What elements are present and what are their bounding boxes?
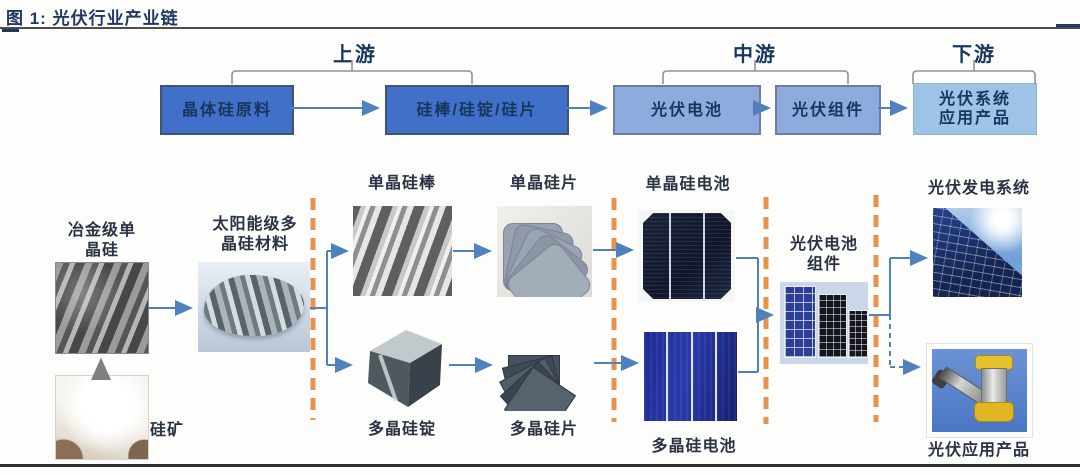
- label-poly-silicon-cell: 多晶硅电池: [651, 438, 737, 455]
- label-pv-cell-module: 光伏电池 组件: [774, 235, 874, 275]
- label-line2: 组件: [806, 256, 841, 273]
- chain-box-label: 光伏电池: [650, 101, 723, 119]
- chain-box-label-line2: 应用产品: [938, 110, 1011, 127]
- solar-array: [933, 208, 1022, 297]
- figure-number: 图 1:: [6, 9, 47, 28]
- footer-rule: [0, 464, 1080, 467]
- chain-box-label: 光伏组件: [791, 101, 864, 119]
- ingot-cube: [368, 330, 442, 407]
- mono-silicon-cell-photo: [639, 210, 735, 302]
- poly-silicon-cell-photo: [644, 332, 737, 421]
- stage-label-upstream: 上游: [333, 44, 377, 66]
- label-line1: 太阳能级多: [212, 216, 298, 233]
- metallurgical-silicon-photo: [55, 262, 149, 354]
- chain-box-crystal-silicon-raw: 晶体硅原料: [160, 85, 294, 135]
- poly-silicon-wafer-photo: [498, 331, 593, 411]
- chain-box-label: 晶体硅原料: [181, 101, 272, 119]
- label-poly-silicon-wafer: 多晶硅片: [509, 421, 578, 438]
- chain-box-pv-module: 光伏组件: [775, 85, 881, 135]
- label-pv-power-system: 光伏发电系统: [927, 180, 1030, 197]
- stage-label-midstream: 中游: [733, 44, 777, 66]
- label-pv-application-products: 光伏应用产品: [927, 442, 1030, 459]
- chain-box-label-line1: 光伏系统: [938, 91, 1011, 108]
- lantern-body: [981, 368, 1007, 404]
- label-line1: 冶金级单: [67, 222, 136, 239]
- silicon-rods: [353, 206, 452, 296]
- lantern-base: [974, 402, 1014, 422]
- solar-cell: [642, 212, 732, 300]
- label-line2: 晶硅: [84, 242, 119, 259]
- header-rule: [0, 27, 1080, 29]
- module-panel: [784, 286, 816, 358]
- busbar: [702, 212, 705, 300]
- label-poly-silicon-ingot: 多晶硅锭: [367, 421, 436, 438]
- silicon-ore-photo: [55, 375, 149, 460]
- mono-silicon-wafer-photo: [497, 206, 592, 297]
- label-solar-grade-polysilicon: 太阳能级多 晶硅材料: [196, 215, 314, 255]
- label-mono-silicon-wafer: 单晶硅片: [509, 175, 578, 192]
- busbar: [669, 212, 672, 300]
- solar-grade-polysilicon-photo: [198, 262, 310, 352]
- label-mono-silicon-rod: 单晶硅棒: [367, 175, 436, 192]
- mono-silicon-rod-photo: [353, 206, 452, 296]
- label-silicon-ore: 硅矿: [150, 422, 185, 439]
- label-metallurgical-silicon: 冶金级单 晶硅: [48, 221, 156, 261]
- chain-box-pv-cell: 光伏电池: [613, 85, 761, 135]
- label-line2: 晶硅材料: [220, 236, 289, 253]
- busbar: [714, 332, 717, 421]
- figure-caption: 图 1: 光伏行业产业链: [6, 4, 179, 29]
- pv-application-products-photo: [927, 344, 1032, 437]
- header-rule-accent-left: [2, 29, 19, 32]
- header-rule-accent-right: [1056, 24, 1080, 27]
- chain-box-label: 硅棒/硅锭/硅片: [416, 101, 538, 119]
- module-panel: [818, 294, 847, 358]
- pv-module-photo: [780, 282, 868, 364]
- chain-box-label: 光伏系统 应用产品: [939, 90, 1011, 128]
- chain-box-rod-ingot-wafer: 硅棒/硅锭/硅片: [385, 85, 569, 135]
- poly-silicon-ingot-photo: [358, 321, 448, 412]
- chain-box-pv-system-products: 光伏系统 应用产品: [913, 83, 1037, 135]
- busbar: [690, 332, 693, 421]
- products-photo-inner: [930, 349, 1027, 432]
- label-line1: 光伏电池: [789, 236, 858, 253]
- figure-title: 光伏行业产业链: [52, 9, 179, 28]
- label-mono-silicon-cell: 单晶硅电池: [645, 176, 731, 193]
- busbar: [666, 332, 669, 421]
- pv-power-system-photo: [933, 208, 1022, 297]
- polysilicon-chunks: [203, 274, 305, 336]
- stage-label-downstream: 下游: [952, 44, 996, 66]
- module-panel: [848, 310, 868, 358]
